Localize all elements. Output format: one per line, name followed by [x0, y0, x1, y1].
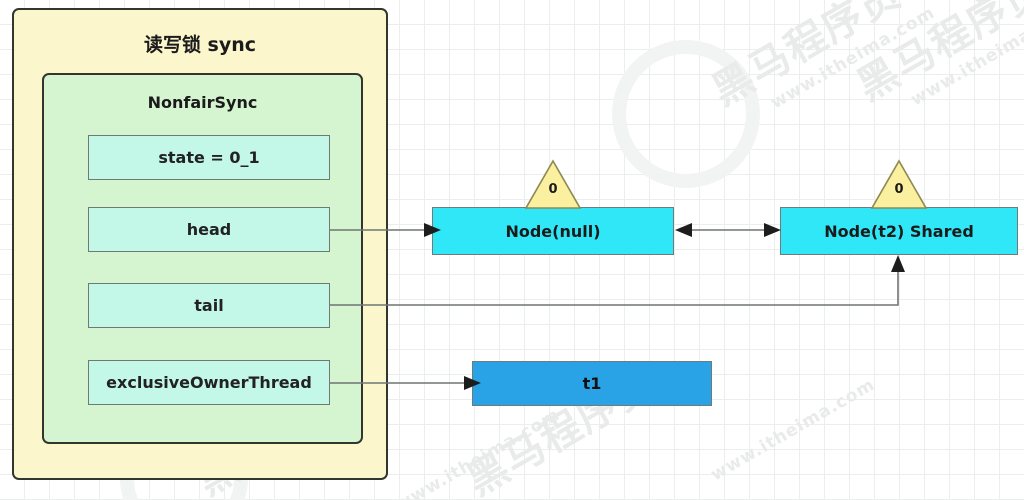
thread-t1-box: t1	[472, 361, 712, 406]
watermark-logo-icon	[612, 40, 760, 188]
watermark-url-4: www.itheima.com	[907, 0, 1024, 111]
watermark-url: www.itheima.com	[767, 2, 939, 114]
connector-tail-to-node-t2	[330, 255, 905, 306]
node-t2-box: Node(t2) Shared	[780, 207, 1018, 255]
field-exclusive-owner-thread: exclusiveOwnerThread	[88, 360, 330, 405]
watermark-brand-4: 黑马程序员	[849, 0, 1024, 110]
field-head: head	[88, 207, 330, 252]
node-null-box: Node(null)	[432, 207, 674, 255]
thread-t1-label: t1	[582, 374, 602, 393]
nonfairsync-title: NonfairSync	[147, 93, 258, 112]
node-null-label: Node(null)	[505, 221, 601, 241]
node-t2-label: Node(t2) Shared	[824, 221, 974, 241]
watermark-url-3: www.itheima.com	[707, 374, 879, 486]
field-head-label: head	[186, 220, 232, 239]
node-null-waitstatus-value: 0	[548, 182, 558, 197]
sync-outer-title: 读写锁 sync	[143, 34, 257, 56]
connector-node-null-to-node-t2	[675, 223, 781, 237]
watermark-url-2: www.itheima.com	[392, 404, 564, 500]
node-t2-waitstatus-value: 0	[894, 182, 904, 197]
field-state-label: state = 0_1	[158, 148, 260, 167]
field-state: state = 0_1	[88, 135, 330, 180]
field-tail-label: tail	[194, 296, 224, 315]
watermark-brand: 黑马程序员	[704, 0, 910, 115]
field-exclusive-owner-thread-label: exclusiveOwnerThread	[106, 373, 312, 392]
field-tail: tail	[88, 283, 330, 328]
